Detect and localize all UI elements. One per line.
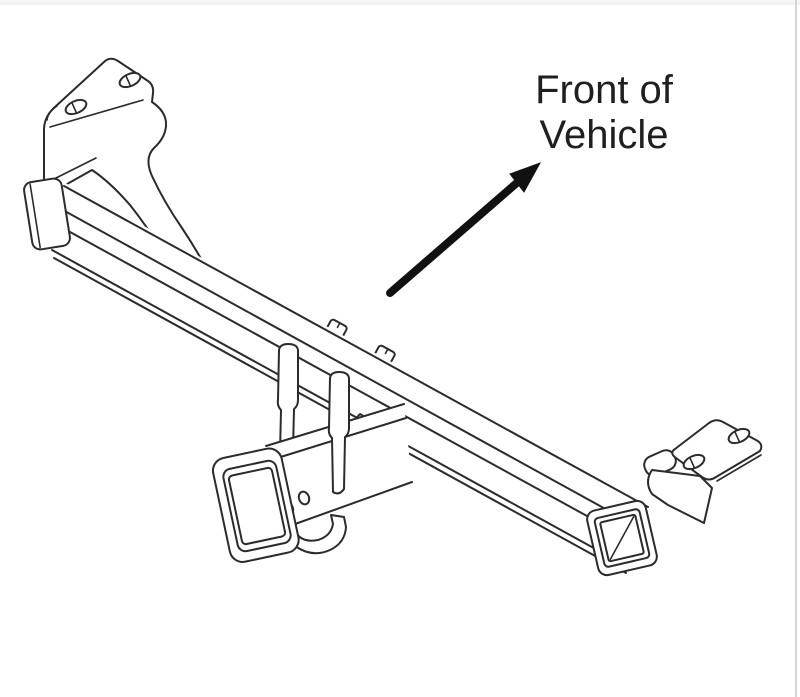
- top-edge-artifact: [0, 0, 800, 4]
- crossbar-top-rear-edge: [63, 185, 649, 508]
- crossbar-tube: [49, 180, 650, 574]
- hitch-pin-hole-2: [297, 490, 311, 506]
- arrow-shaft: [386, 177, 523, 297]
- left-bracket-bend-crease: [49, 99, 144, 128]
- right-bracket-plate-thickness: [716, 454, 762, 482]
- arrow-head: [509, 162, 542, 193]
- crossbar-face: [56, 180, 650, 574]
- hanger-strap-left: [276, 343, 299, 454]
- hanger-strap-right: [327, 371, 350, 495]
- crossbar-left-end-cap: [23, 177, 71, 251]
- receiver-bottom-edge: [283, 481, 413, 529]
- front-of-vehicle-label: Front of Vehicle: [535, 68, 674, 157]
- caption-line-2: Vehicle: [540, 113, 669, 157]
- right-mounting-bracket: [643, 419, 763, 482]
- collar-opening: [227, 466, 287, 546]
- direction-arrow-icon: [386, 162, 542, 297]
- caption-line-1: Front of: [535, 68, 674, 112]
- receiver-collar: [211, 447, 300, 563]
- right-end-diagonal: [609, 516, 635, 560]
- right-bracket-slot-hole-2: [727, 427, 751, 445]
- right-bracket-slot-hole-1: [682, 453, 706, 471]
- receiver-assembly: [211, 343, 413, 563]
- left-bracket-bend-arc: [46, 105, 58, 121]
- crossbar-top-front-edge: [51, 203, 641, 529]
- left-bracket-slot-hole-1: [64, 98, 88, 116]
- crossbar-right-tube-end: [586, 499, 658, 577]
- left-bracket-slot-hole-2: [118, 71, 142, 89]
- right-bracket-web: [647, 469, 713, 524]
